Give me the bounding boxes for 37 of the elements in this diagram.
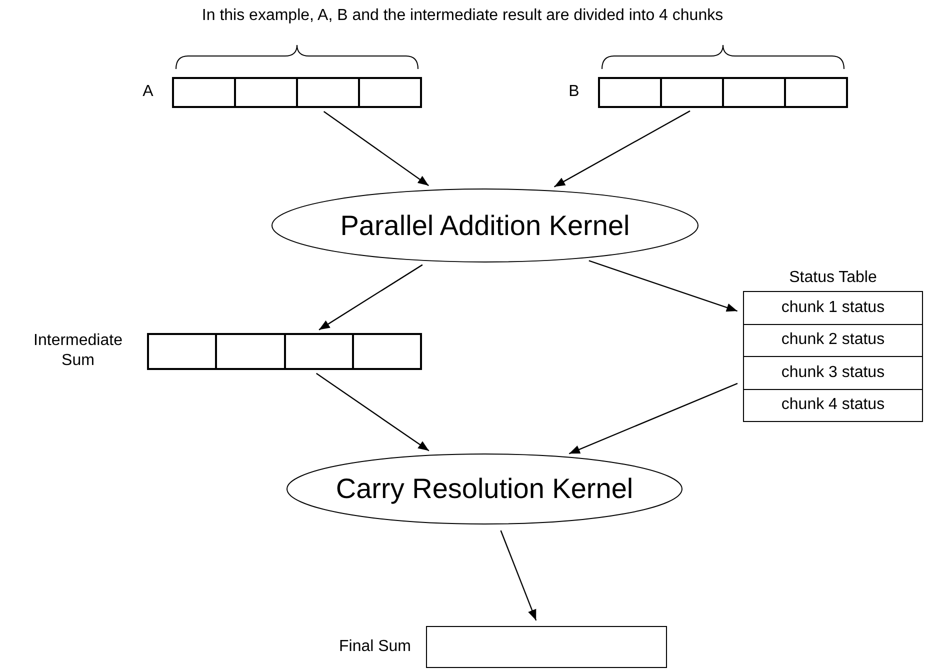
chunk-cell	[661, 78, 723, 107]
status-row: chunk 1 status	[743, 291, 923, 324]
array-label: B	[568, 82, 580, 102]
array-label: Intermediate Sum	[32, 331, 124, 371]
array-label: A	[142, 82, 154, 102]
arrow	[500, 530, 537, 621]
chunk-cell	[173, 78, 235, 107]
note-text: In this example, A, B and the intermediate result are divided into 4 chunks	[200, 6, 724, 26]
chunk-array	[172, 77, 422, 108]
status-row: chunk 2 status	[743, 324, 923, 357]
chunk-cell	[723, 78, 785, 107]
kernel-ellipse	[271, 188, 699, 263]
kernel-label: Parallel Addition Kernel	[340, 210, 630, 242]
status-row: chunk 3 status	[743, 357, 923, 390]
arrow	[568, 382, 738, 454]
chunk-cell	[285, 334, 353, 369]
table-heading: Status Table	[788, 268, 878, 288]
result-box	[426, 626, 667, 668]
kernel-ellipse	[286, 453, 683, 525]
kernel-label: Carry Resolution Kernel	[336, 473, 634, 505]
array-label: Final Sum	[338, 637, 412, 657]
arrow	[554, 110, 690, 188]
arrow	[316, 372, 430, 452]
chunk-cell	[785, 78, 847, 107]
chunk-cell	[297, 78, 359, 107]
arrow	[588, 260, 738, 312]
chunk-cell	[148, 334, 216, 369]
chunk-cell	[359, 78, 421, 107]
chunk-cell	[235, 78, 297, 107]
status-row: chunk 4 status	[743, 390, 923, 422]
chunk-cell	[353, 334, 421, 369]
chunk-cell	[216, 334, 285, 369]
chunk-array	[598, 77, 848, 108]
chunk-cell	[599, 78, 661, 107]
chunk-array	[147, 333, 422, 370]
arrow	[323, 110, 429, 186]
arrow	[318, 264, 423, 330]
